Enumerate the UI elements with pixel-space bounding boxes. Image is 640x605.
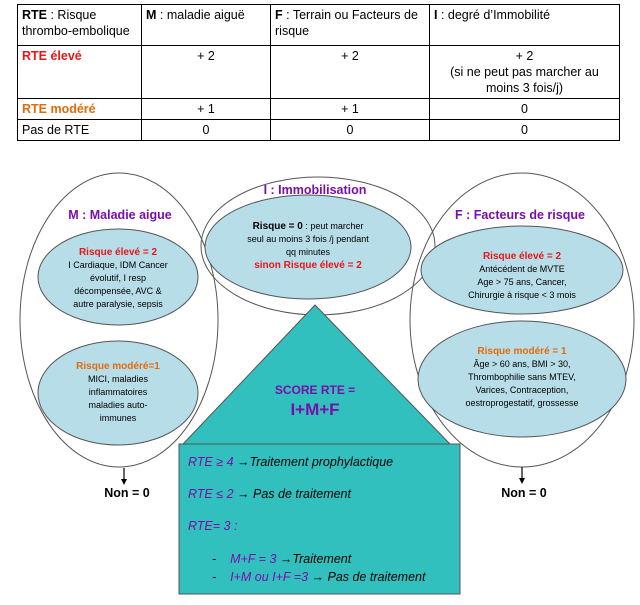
cell-value-with-note: + 2 (si ne peut pas marcher au moins 3 fo… xyxy=(429,45,620,99)
m-high-line: autre paralysie, sepsis xyxy=(73,299,163,309)
rule-low: RTE ≤ 2 → Pas de traitement xyxy=(188,487,351,501)
m-moderate-title: Risque modéré=1 xyxy=(76,361,160,372)
m-moderate-ellipse xyxy=(37,340,199,446)
header-text: : maladie aiguë xyxy=(156,8,245,22)
i-content: Risque = 0 : peut marcher seul au moins … xyxy=(218,220,398,272)
f-moderate-line: Thrombophilie sans MTEV, xyxy=(468,372,576,382)
f-high-ellipse xyxy=(420,225,624,315)
i-inner-ellipse xyxy=(204,194,412,300)
rule-high: RTE ≥ 4 →Traitement prophylactique xyxy=(188,455,393,469)
f-high-title: Risque élevé = 2 xyxy=(482,251,562,262)
i-line: qq minutes xyxy=(285,247,331,257)
cell-value: + 1 xyxy=(270,98,430,120)
arrow-icon: → xyxy=(237,487,250,501)
arrow-icon: → xyxy=(237,455,250,469)
m-outer-ellipse xyxy=(19,172,219,468)
f-high-line: Age > 75 ans, Cancer, xyxy=(477,277,567,287)
rule-high-condition: RTE ≥ 4 xyxy=(188,455,234,469)
table-row: RTE élevé + 2 + 2 + 2(si ne peut pas mar… xyxy=(17,45,620,99)
bullet-dash: - xyxy=(212,570,217,584)
rules-box xyxy=(178,443,461,595)
m-high-ellipse xyxy=(37,228,199,326)
arrow-icon: → xyxy=(279,552,293,566)
table-row: RTE modéré + 1 + 1 0 xyxy=(17,98,620,120)
i-score-zero: Risque = 0 xyxy=(252,221,303,232)
right-arrow-head xyxy=(519,478,525,484)
cell-note: (si ne peut pas marcher au moins 3 fois/… xyxy=(450,65,599,95)
rte-table: RTE : Risque thrombo-embolique M : malad… xyxy=(17,4,620,141)
f-moderate-line: oestroprogestatif, grossesse xyxy=(465,398,579,408)
f-moderate-ellipse xyxy=(417,320,627,438)
header-text: : Risque thrombo-embolique xyxy=(22,8,130,38)
m-moderate-line: MICI, maladies xyxy=(87,374,149,384)
cell-value: + 2 xyxy=(515,49,534,63)
header-key: M xyxy=(146,8,157,22)
cell-value: 0 xyxy=(270,119,430,141)
m-moderate-line: inflammatoires xyxy=(88,387,148,397)
rule-low-condition: RTE ≤ 2 xyxy=(188,487,234,501)
score-label: SCORE RTE = xyxy=(274,383,356,397)
header-text: : Terrain ou Facteurs de risque xyxy=(275,8,418,38)
sub-rule-no-treatment: - I+M ou I+F =3 → Pas de traitement xyxy=(212,570,425,584)
f-moderate-line: Varices, Contraception, xyxy=(475,385,569,395)
m-moderate-line: immunes xyxy=(99,413,137,423)
rule-three: RTE= 3 : xyxy=(188,519,238,533)
f-moderate-content: Risque modéré = 1 Âge > 60 ans, BMI > 30… xyxy=(437,345,607,410)
header-text: : degré d’Immobilité xyxy=(437,8,551,22)
m-moderate-content: Risque modéré=1 MICI, maladies inflammat… xyxy=(44,360,192,425)
bullet-dash: - xyxy=(212,552,217,566)
sub-rule-treatment-text: Traitement xyxy=(292,552,352,566)
i-line: : peut marcher xyxy=(305,221,364,231)
rule-low-text: Pas de traitement xyxy=(253,487,351,501)
rule-high-text: Traitement prophylactique xyxy=(249,455,394,469)
m-moderate-line: maladies auto- xyxy=(88,400,148,410)
arrow-icon: → xyxy=(311,570,325,584)
row-label-none: Pas de RTE xyxy=(17,119,142,141)
cell-value: 0 xyxy=(429,119,620,141)
header-key: I xyxy=(434,8,438,22)
m-title: M : Maladie aigue xyxy=(68,208,172,222)
sub-rule-no-treatment-text: Pas de traitement xyxy=(327,570,426,584)
f-moderate-title: Risque modéré = 1 xyxy=(477,346,567,357)
m-high-line: décompensée, AVC & xyxy=(74,286,162,296)
sub-rule-treatment-condition: M+F = 3 xyxy=(230,552,277,566)
header-key: RTE xyxy=(22,8,47,22)
i-title: I : Immobilisation xyxy=(263,183,367,197)
sub-rule-no-treatment-condition: I+M ou I+F =3 xyxy=(230,570,309,584)
f-title: F : Facteurs de risque xyxy=(455,208,585,222)
m-high-line: évolutif, I resp xyxy=(89,273,147,283)
f-moderate-line: Âge > 60 ans, BMI > 30, xyxy=(473,359,571,369)
f-high-line: Chirurgie à risque < 3 mois xyxy=(468,290,576,300)
right-no-score: Non = 0 xyxy=(501,486,547,500)
header-cell: RTE : Risque thrombo-embolique xyxy=(17,4,142,46)
left-arrow-head xyxy=(121,479,127,485)
left-no-score: Non = 0 xyxy=(104,486,150,500)
table-row: Pas de RTE 0 0 0 xyxy=(17,119,620,141)
sub-rule-treatment: - M+F = 3 →Traitement xyxy=(212,552,351,566)
cell-value: + 2 xyxy=(141,45,271,99)
i-line-first: Risque = 0 : peut marcher xyxy=(218,220,398,233)
m-high-title: Risque élevé = 2 xyxy=(78,247,158,258)
f-high-line: Antécédent de MVTE xyxy=(479,264,565,274)
i-else-line: sinon Risque élevé = 2 xyxy=(254,260,362,271)
f-high-content: Risque élevé = 2 Antécédent de MVTE Age … xyxy=(442,250,602,302)
i-line: seul au moins 3 fois /j pendant xyxy=(247,234,369,244)
m-high-content: Risque élevé = 2 I Cardiaque, IDM Cancer… xyxy=(44,246,192,311)
m-high-line: I Cardiaque, IDM Cancer xyxy=(68,260,168,270)
header-key: F xyxy=(275,8,283,22)
score-formula: I+M+F xyxy=(290,400,340,419)
cell-value: + 2 xyxy=(270,45,430,99)
row-label-moderate: RTE modéré xyxy=(17,98,142,120)
